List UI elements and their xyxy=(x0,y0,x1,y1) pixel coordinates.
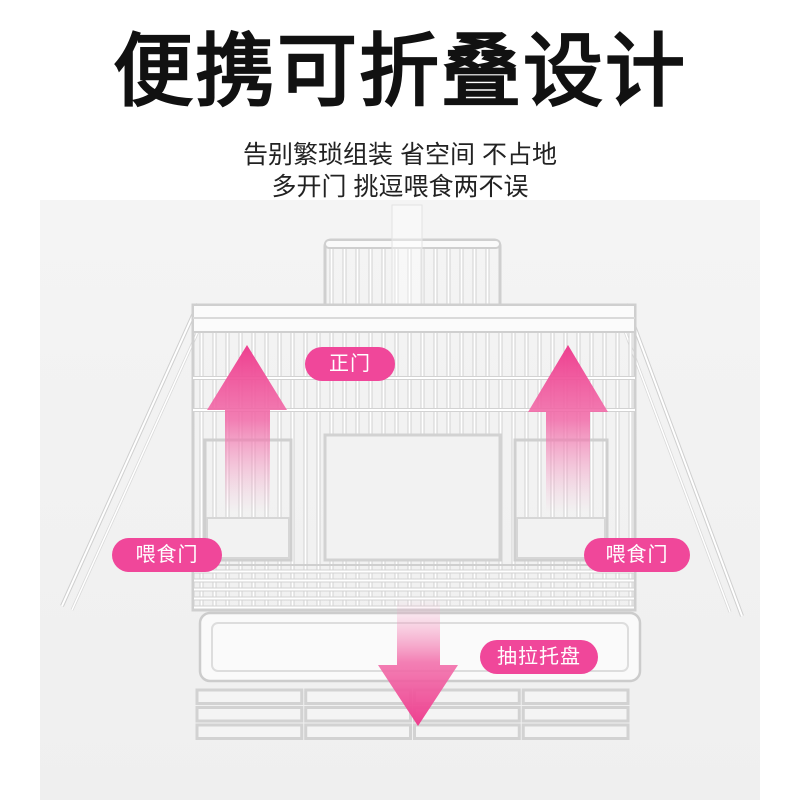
floor-grid-cell xyxy=(195,688,304,705)
left-feeding-door-label: 喂食门 xyxy=(112,538,222,572)
arrow-down-icon xyxy=(378,598,458,726)
left-folding-wing xyxy=(60,303,206,611)
floor-grid-cell xyxy=(521,723,630,740)
floor-grid-cell xyxy=(195,706,304,723)
main-door-opening xyxy=(323,433,502,562)
floor-grid-cell xyxy=(413,723,521,740)
arrow-up-icon xyxy=(207,345,287,512)
floor-grid xyxy=(195,688,630,740)
floor-grid-cell xyxy=(195,723,304,740)
right-feeding-door-label: 喂食门 xyxy=(584,538,690,572)
arrow-up-icon xyxy=(528,345,608,512)
floor-grid-cell xyxy=(304,706,412,723)
floor-grid-cell xyxy=(521,706,630,723)
floor-grid-cell xyxy=(413,706,521,723)
right-folding-wing xyxy=(618,303,744,617)
page-title: 便携可折叠设计 xyxy=(113,27,687,116)
main-door-label: 正门 xyxy=(305,347,395,381)
floor-grid-cell xyxy=(304,723,412,740)
subtitle-line-1: 告别繁琐组装 省空间 不占地 xyxy=(243,141,557,169)
pull-out-tray-label: 抽拉托盘 xyxy=(480,640,598,674)
subtitle-line-2: 多开门 挑逗喂食两不误 xyxy=(271,173,529,201)
floor-grid-cell xyxy=(521,688,630,705)
floor-grid-cell xyxy=(304,688,412,705)
